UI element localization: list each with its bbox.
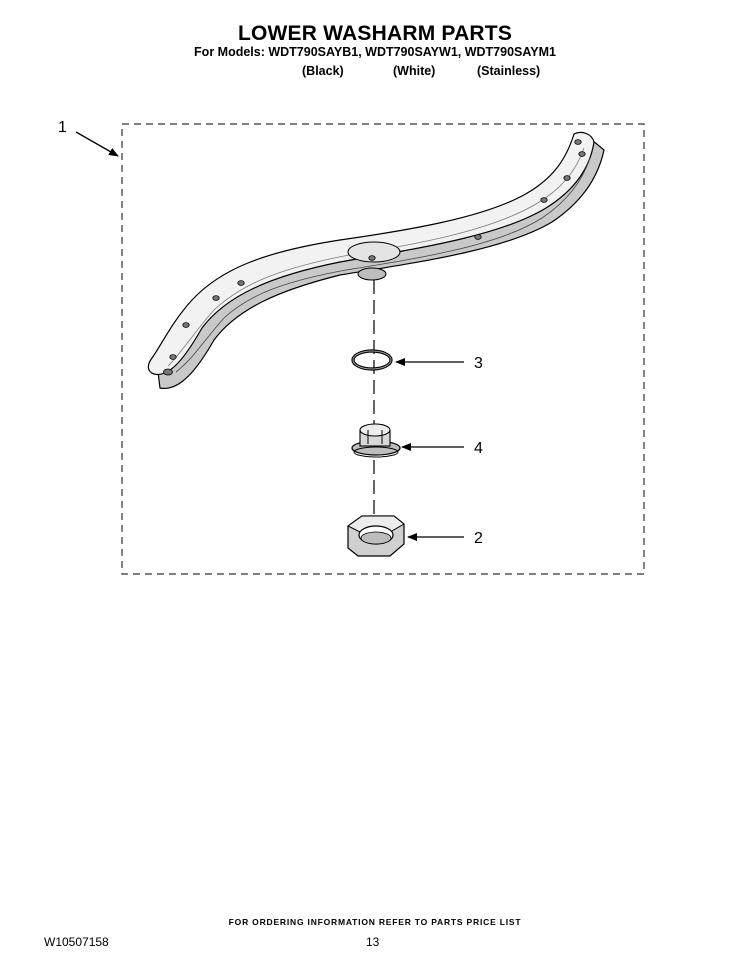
leader-line-1	[75, 131, 119, 157]
callout-2: 2	[474, 530, 483, 547]
page-title: LOWER WASHARM PARTS	[237, 22, 513, 45]
ordering-note: FOR ORDERING INFORMATION REFER TO PARTS …	[228, 917, 522, 927]
hub-bearing	[351, 423, 401, 458]
variant-black: (Black)	[302, 64, 344, 78]
variant-white: (White)	[393, 64, 436, 78]
callout-3: 3	[474, 355, 483, 372]
callout-1: 1	[58, 119, 67, 136]
document-number: W10507158	[44, 935, 109, 949]
assembly-boundary	[121, 123, 645, 575]
page-number: 13	[366, 935, 380, 949]
callout-4: 4	[474, 440, 483, 457]
washarm-assembly	[147, 131, 605, 389]
bearing-nut	[347, 515, 405, 557]
variant-stainless: (Stainless)	[477, 64, 541, 78]
models-line: For Models: WDT790SAYB1, WDT790SAYW1, WD…	[194, 45, 556, 59]
seal-ring	[351, 349, 393, 371]
